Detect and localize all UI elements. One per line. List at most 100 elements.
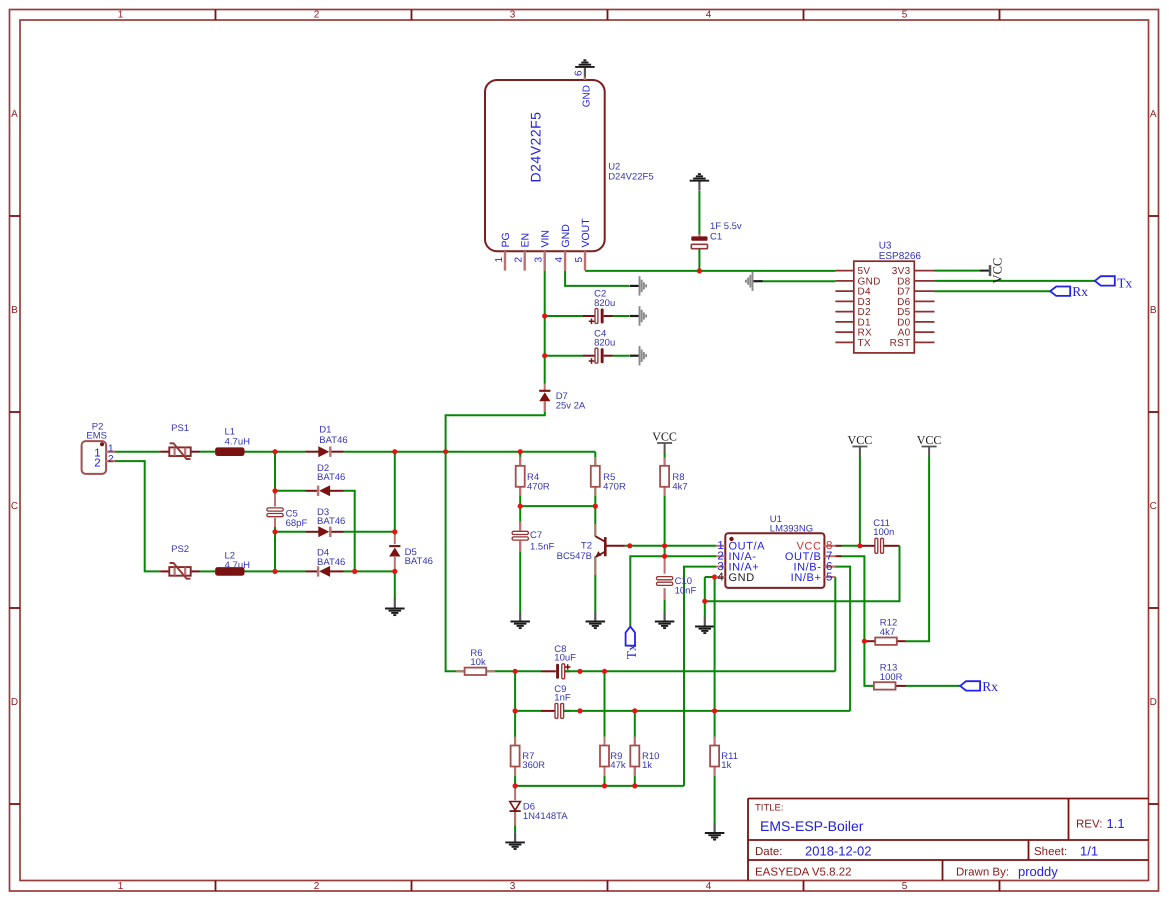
svg-text:1: 1 [494,257,505,263]
svg-text:Rx: Rx [1072,284,1088,299]
svg-text:L2: L2 [225,551,236,562]
svg-text:B: B [11,305,18,316]
svg-text:4.7uH: 4.7uH [225,437,250,448]
svg-text:5: 5 [574,257,585,263]
svg-text:PG: PG [500,232,512,247]
svg-text:100R: 100R [880,672,903,683]
svg-text:3: 3 [510,10,516,21]
svg-text:D4: D4 [317,548,329,559]
svg-text:1/1: 1/1 [1080,844,1098,859]
svg-text:LM393NG: LM393NG [770,523,813,534]
svg-text:C: C [11,501,18,512]
svg-text:D7: D7 [556,391,568,402]
svg-text:Tx: Tx [624,644,639,659]
svg-text:2018-12-02: 2018-12-02 [805,844,872,859]
svg-text:VCC: VCC [991,258,1005,284]
svg-text:1N4148TA: 1N4148TA [523,811,568,822]
svg-text:A: A [1150,109,1157,120]
svg-text:2: 2 [94,458,100,470]
svg-text:3V3: 3V3 [892,266,911,277]
svg-text:10uF: 10uF [554,652,576,663]
svg-text:5: 5 [902,881,908,892]
svg-text:1: 1 [118,10,124,21]
svg-text:2: 2 [514,257,525,263]
svg-text:REV:: REV: [1076,819,1102,831]
svg-text:10nF: 10nF [675,586,697,597]
svg-text:2: 2 [108,454,114,465]
svg-text:C5: C5 [286,508,298,519]
svg-text:Sheet:: Sheet: [1034,846,1067,858]
svg-text:D1: D1 [319,425,331,436]
svg-text:GND: GND [560,224,572,248]
svg-text:D: D [1150,697,1157,708]
svg-text:D: D [11,697,18,708]
svg-text:1nF: 1nF [554,692,571,703]
svg-text:470R: 470R [527,481,550,492]
svg-text:PS2: PS2 [171,544,189,555]
svg-text:R13: R13 [880,662,897,673]
svg-text:R12: R12 [880,618,897,629]
svg-text:C2: C2 [594,289,606,300]
svg-text:8: 8 [826,540,832,552]
svg-text:R4: R4 [527,472,539,483]
svg-text:proddy: proddy [1018,864,1058,879]
svg-text:6: 6 [826,561,832,573]
svg-text:C8: C8 [554,644,566,655]
svg-text:VOUT: VOUT [580,218,592,248]
svg-text:C10: C10 [675,576,692,587]
svg-text:1: 1 [94,448,100,460]
svg-text:D8: D8 [897,276,911,287]
svg-text:4k7: 4k7 [672,481,687,492]
svg-text:D5: D5 [405,547,417,558]
svg-text:D7: D7 [897,287,911,298]
svg-text:T2: T2 [581,540,592,551]
svg-text:TX: TX [858,338,871,349]
svg-text:BAT46: BAT46 [317,472,345,483]
svg-text:D24V22F5: D24V22F5 [528,112,544,183]
svg-text:D24V22F5: D24V22F5 [608,172,653,183]
svg-text:VCC: VCC [848,433,873,447]
svg-text:7: 7 [826,551,832,563]
svg-text:4: 4 [706,10,712,21]
svg-text:2: 2 [717,551,723,563]
svg-text:47k: 47k [610,760,626,771]
svg-text:D6: D6 [897,297,911,308]
svg-text:TITLE:: TITLE: [755,803,784,814]
svg-text:BC547B: BC547B [557,551,592,562]
svg-text:2: 2 [314,881,320,892]
svg-text:5V: 5V [858,266,871,277]
svg-text:D4: D4 [858,287,872,298]
svg-text:D6: D6 [523,801,535,812]
svg-text:L1: L1 [225,427,236,438]
svg-text:VCC: VCC [917,433,942,447]
svg-text:GND: GND [729,572,755,584]
svg-text:EN: EN [520,233,532,248]
svg-text:3: 3 [717,561,723,573]
svg-text:Date:: Date: [755,846,783,858]
svg-text:D3: D3 [317,507,329,518]
svg-text:R11: R11 [721,751,738,762]
svg-text:EASYEDA V5.8.22: EASYEDA V5.8.22 [755,867,852,879]
svg-text:C9: C9 [554,684,566,695]
svg-text:RX: RX [858,328,873,339]
svg-text:1F 5.5v: 1F 5.5v [710,221,742,232]
svg-text:P2: P2 [92,422,104,433]
svg-text:D2: D2 [858,307,872,318]
svg-text:C4: C4 [594,328,606,339]
svg-text:4: 4 [554,257,565,263]
svg-text:VIN: VIN [540,230,552,248]
svg-text:R7: R7 [522,751,534,762]
svg-text:4: 4 [717,571,724,583]
svg-text:EMS-ESP-Boiler: EMS-ESP-Boiler [760,818,864,834]
svg-text:U2: U2 [608,162,620,173]
svg-text:OUT/A: OUT/A [729,541,766,553]
svg-text:360R: 360R [522,760,545,771]
svg-text:C7: C7 [530,530,542,541]
svg-text:VCC: VCC [652,430,677,444]
svg-text:R5: R5 [603,472,615,483]
svg-text:820u: 820u [594,298,615,309]
svg-text:ESP8266: ESP8266 [879,251,922,262]
svg-text:100n: 100n [873,527,894,538]
svg-text:IN/A-: IN/A- [729,551,757,563]
svg-text:VCC: VCC [796,541,821,553]
